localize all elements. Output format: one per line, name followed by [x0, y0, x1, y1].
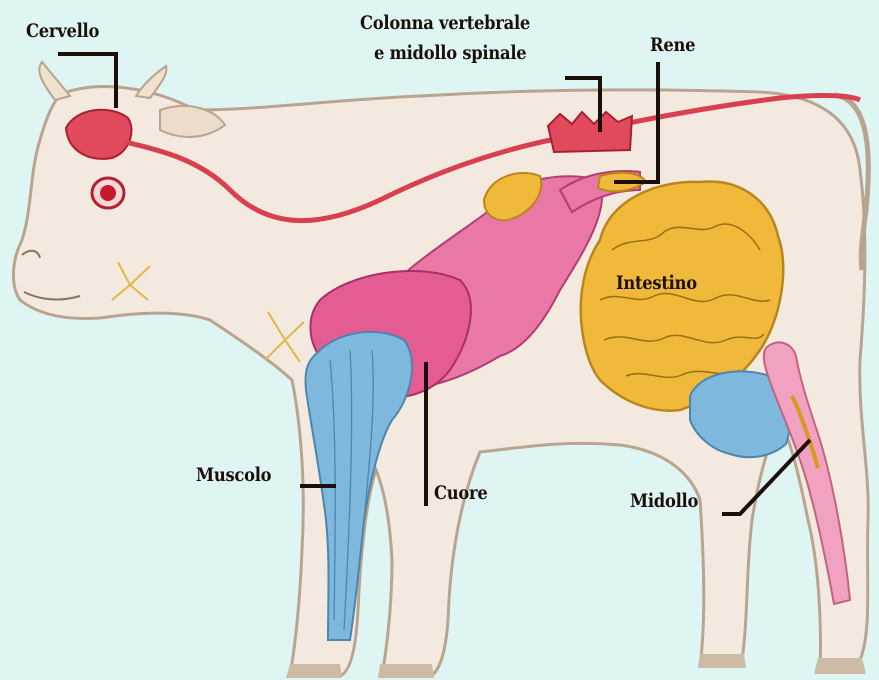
label-intestine: Intestino [616, 272, 697, 294]
label-marrow: Midollo [630, 490, 698, 512]
label-muscle: Muscolo [196, 464, 271, 486]
label-brain: Cervello [26, 20, 99, 42]
label-heart: Cuore [434, 482, 488, 504]
label-kidney: Rene [650, 34, 695, 56]
label-spine-line1: Colonna vertebrale [360, 12, 530, 34]
eye [92, 178, 124, 208]
label-spine-line2: e midollo spinale [374, 42, 526, 64]
